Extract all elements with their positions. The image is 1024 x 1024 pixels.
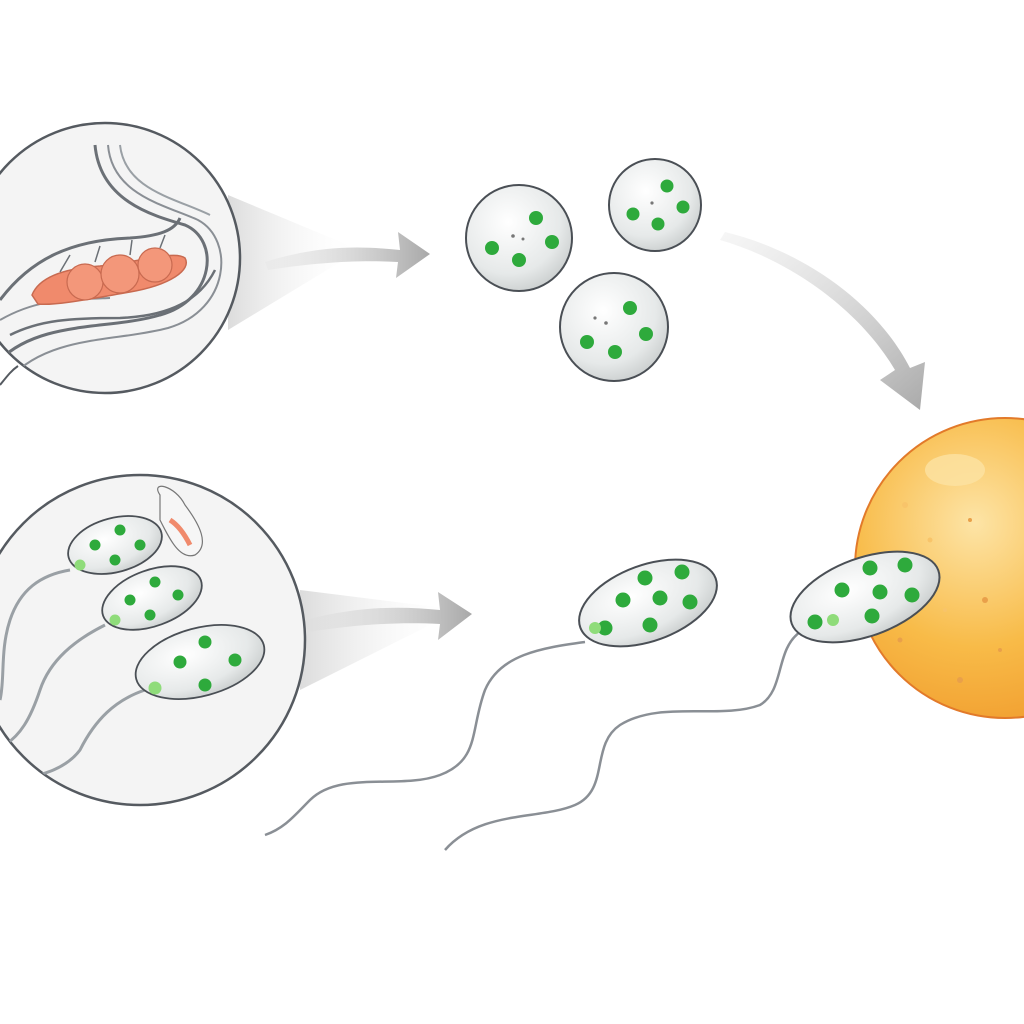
arrow-maturation-to-sperm — [305, 592, 472, 640]
round-cell — [465, 184, 573, 292]
round-cell — [608, 158, 702, 252]
arrow-tubule-to-spermatids — [265, 232, 430, 278]
motile-sperm-cells — [264, 550, 941, 851]
tubule-illustration — [0, 144, 223, 379]
sperm-cell — [264, 558, 718, 837]
inset-sperm-maturation — [0, 473, 460, 807]
magnify-beam — [300, 590, 460, 690]
maturing-sperm — [0, 485, 266, 782]
arrow-spermatids-to-egg — [720, 232, 925, 410]
round-cell — [559, 272, 669, 382]
spermatid-cells — [465, 158, 702, 382]
egg-cell — [854, 417, 1024, 719]
sperm-cell — [444, 550, 941, 851]
inset-pointer — [0, 365, 19, 386]
inset-testis-tubule — [0, 121, 360, 395]
